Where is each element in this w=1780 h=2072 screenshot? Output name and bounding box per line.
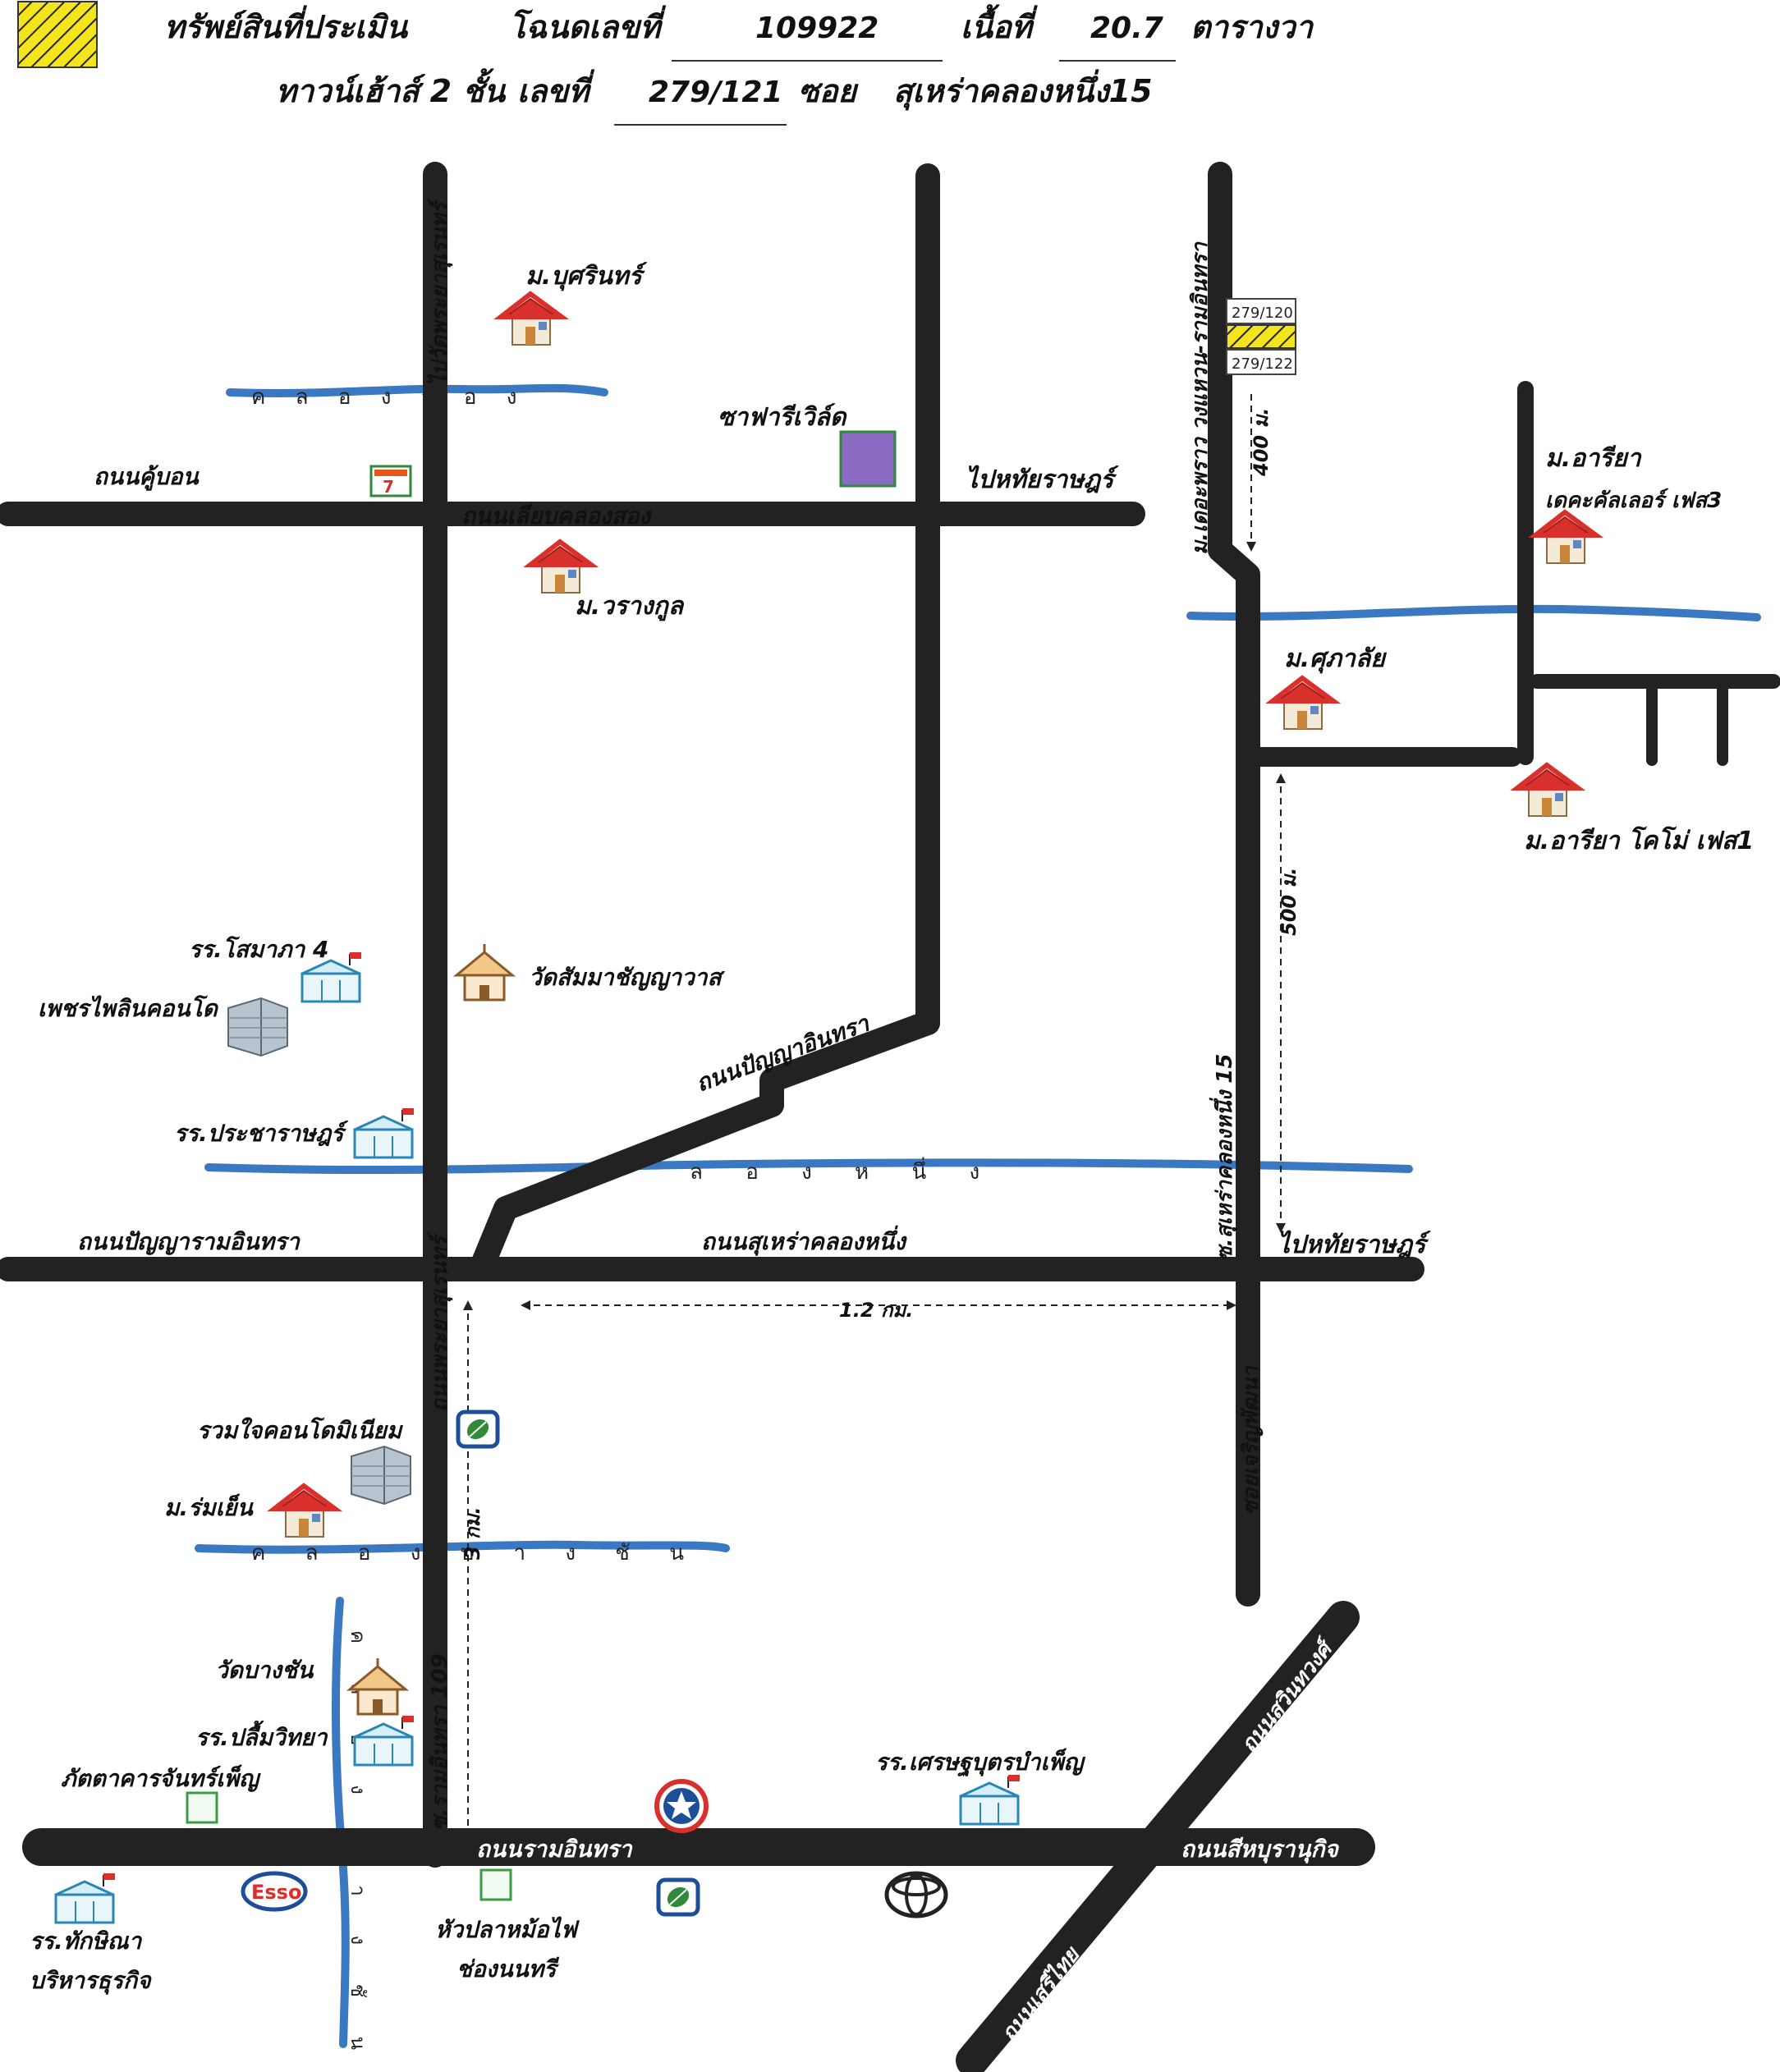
header-asset-label: ทรัพย์สินที่ประเมิน: [164, 5, 409, 45]
caltex-station-icon: [654, 1779, 709, 1833]
label-pracharat: รร.ประชาราษฎร์: [174, 1120, 349, 1147]
canal-vertical: [331, 1597, 350, 2048]
svg-text:7: 7: [383, 477, 394, 497]
label-wat-bang-chan: วัดบางชัน: [215, 1657, 314, 1684]
house-icon-ariya-decor: [1535, 512, 1596, 563]
label-wongwaen: ม.เดอะพราว วงแหวน-รามอินทรา: [1188, 241, 1213, 555]
label-soi-charoen-phatthana: ซอยเจริญพัฒนา: [1239, 1365, 1264, 1515]
label-khlong-bang-chan: ค ล อ ง บ า ง ชั น: [251, 1541, 700, 1565]
subject-legend-swatch: [17, 1, 98, 68]
header-soi-name: สุเหร่าคลองหนึ่ง15: [893, 69, 1153, 111]
header-area-value: 20.7: [1090, 11, 1163, 45]
label-pleum-witthaya: รร.ปลื้มวิทยา: [195, 1720, 328, 1751]
header-area-unit: ตารางวา: [1190, 9, 1314, 45]
house-icon-busarin: [501, 294, 562, 345]
label-distance-500: 500 ม.: [1278, 868, 1301, 936]
label-panya-ram-inthra: ถนนปัญญารามอินทรา: [77, 1228, 300, 1255]
plot-neighbor-a: [1226, 298, 1296, 324]
road-suwinthawong: [956, 1601, 1360, 2072]
label-wat-sammachanyawat: วัดสัมมาชัญญาวาส: [529, 964, 726, 991]
header-soi-label: ซอย: [798, 73, 860, 109]
canal-right-top: [1186, 604, 1761, 621]
label-distance-1-2: 1.2 กม.: [839, 1299, 913, 1322]
road-soi-surao-15: [1208, 162, 1260, 1607]
canal-khlong-nueng: [204, 1158, 1413, 1175]
subject-property: [1226, 324, 1296, 349]
label-safari: ซาฟารีเวิล์ด: [718, 403, 847, 432]
label-distance-400: 400 ม.: [1250, 408, 1273, 477]
ptt-station-icon: [458, 1412, 498, 1446]
label-khlong-nueng: ล อ ง ห นึ่ ง: [690, 1157, 998, 1185]
label-liap-khlong-song: ถนนเลียบคลองสอง: [461, 502, 652, 529]
label-phraya-suren-top: ไปวัดพระยาสุเรนทร์: [427, 197, 453, 386]
label-ram-inthra-109: ซ.รามอินทรา 109: [428, 1653, 452, 1831]
seven-eleven-icon: 7: [369, 465, 412, 497]
label-khu-bon: ถนนคู้บอน: [94, 463, 200, 491]
label-huaplamofai-2: ช่องนนทรี: [456, 1955, 559, 1983]
toyota-icon: [884, 1871, 948, 1918]
esso-station-icon: Esso: [241, 1871, 308, 1912]
label-surao-khlong-nueng: ถนนสุเหร่าคลองหนึ่ง: [701, 1225, 907, 1256]
esso-logo-text: Esso: [251, 1881, 301, 1904]
label-khlong-song: ค ล อ ง ส อ ง: [251, 385, 528, 410]
restaurant-icon-chanphen: [186, 1791, 218, 1824]
condo-icon-petch-pailin: [227, 997, 288, 1057]
label-distance-3: 3 กม.: [461, 1506, 484, 1560]
label-ariya-decor-2: เดคะคัลเลอร์ เฟส3: [1545, 488, 1722, 513]
header-number-label: เลขที่: [517, 69, 594, 109]
header-house-type: ทาวน์เฮ้าส์ 2 ชั้น: [276, 68, 507, 109]
label-thaksina: รร.ทักษิณา: [30, 1928, 143, 1955]
label-huaplamofai: หัวปลาหม้อไฟ: [435, 1916, 580, 1943]
label-sommapha: รร.โสมาภา 4: [189, 935, 328, 963]
school-icon-pracharat: [353, 1107, 415, 1159]
label-thaksina-2: บริหารธุรกิจ: [30, 1967, 152, 1995]
canal-khlong-bang-chan: [195, 1540, 730, 1554]
label-busarin: ม.บุศรินทร์: [525, 262, 648, 291]
house-icon-warangkul: [530, 542, 591, 593]
label-phraya-suren: ถนนพระยาสุเรนทร์: [427, 1231, 453, 1412]
house-icon-romyen: [274, 1486, 335, 1537]
temple-icon-sammachanyawat: [455, 942, 514, 1002]
safari-world-icon: [839, 430, 897, 488]
label-ariya-decor: ม.อารียา: [1545, 444, 1642, 473]
label-to-thai-rat-right: ไปหทัยราษฎร์: [1278, 1230, 1431, 1259]
label-restaurant-chanphen: ภัตตาคารจันทร์เพ็ญ: [61, 1764, 261, 1792]
house-icon-supalai: [1273, 678, 1333, 729]
header-area-label: เนื้อที่: [961, 4, 1038, 45]
house-icon-ariya-como: [1517, 765, 1578, 816]
label-to-thai-rat-top: ไปหทัยราษฎร์: [966, 465, 1119, 494]
label-warangkul: ม.วรางกูล: [575, 592, 685, 621]
label-supalai: ม.ศุภาลัย: [1284, 644, 1387, 674]
school-icon-thaksina: [54, 1872, 117, 1924]
label-setthabut: รร.เศรษฐบุตรบำเพ็ญ: [875, 1748, 1086, 1777]
label-petch-pailin: เพชรไพลินคอนโด: [38, 994, 219, 1022]
road-panya-inthra: [470, 1011, 940, 1277]
label-suwinthawong: ถนนสุวินทวงศ์: [1236, 1634, 1341, 1758]
label-si-burapha: ถนนสีหบุรานุกิจ: [1181, 1836, 1339, 1863]
label-romyen: ม.ร่มเย็น: [164, 1493, 255, 1521]
plot-neighbor-b: [1226, 349, 1296, 375]
label-ariya-como: ม.อารียา โคโม่ เฟส1: [1524, 826, 1754, 855]
condo-icon-ruamjai: [351, 1446, 411, 1505]
school-icon-setthabut: [959, 1773, 1021, 1826]
plot-neighbor-a-label: 279/120: [1232, 305, 1293, 322]
label-soi-surao-15: ซ.สุเหร่าคลองหนึ่ง 15: [1209, 1054, 1238, 1261]
header-house-no: 279/121: [649, 76, 782, 109]
label-ruamjai: รวมใจคอนโดมิเนียม: [197, 1416, 404, 1444]
restaurant-icon-huaplamofai: [479, 1868, 512, 1901]
header-deed-label: โฉนดเลขที่: [509, 5, 666, 45]
ptt-station-icon-ram-inthra: [658, 1880, 698, 1914]
header-deed-no: 109922: [755, 11, 879, 45]
label-ram-inthra: ถนนรามอินทรา: [476, 1836, 633, 1863]
canal-khlong-song: [226, 383, 608, 397]
plot-neighbor-b-label: 279/122: [1232, 355, 1293, 373]
